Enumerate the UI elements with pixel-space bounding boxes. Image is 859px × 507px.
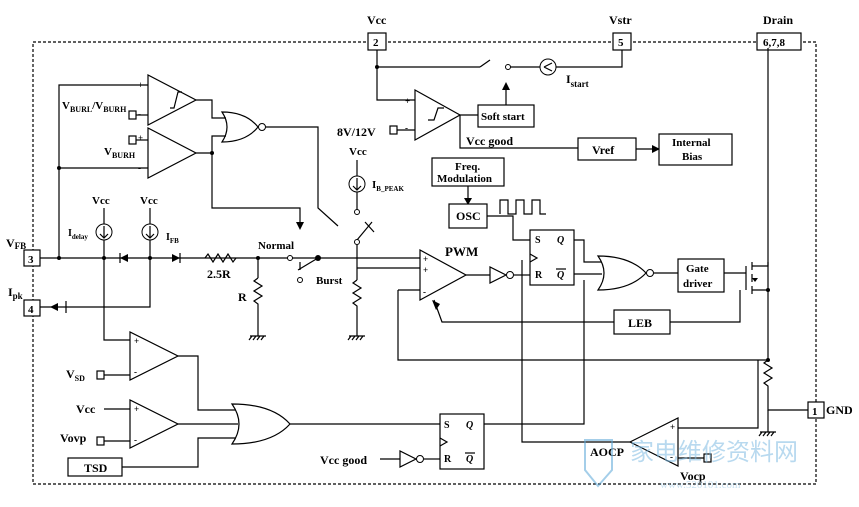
vovp-label: Vovp: [60, 431, 87, 445]
drain-pin[interactable]: [756, 32, 802, 51]
svg-text:-: -: [670, 452, 673, 462]
aocp-label: AOCP: [590, 445, 624, 459]
vocp-label: Vocp: [680, 469, 706, 483]
svg-text:+: +: [138, 133, 143, 143]
vcc-good-label-top: Vcc good: [466, 134, 513, 148]
watermark: 家电维修资料网 www.520101.com: [584, 439, 798, 491]
svg-text:Q: Q: [557, 235, 564, 246]
vcc-pin-label: Vcc: [367, 13, 387, 27]
ipk-pin-label: Ipk: [8, 285, 23, 301]
svg-text:Gate: Gate: [686, 263, 709, 275]
vcc-ibpeak-label: Vcc: [349, 146, 367, 158]
svg-text:Q: Q: [466, 420, 473, 431]
svg-text:TSD: TSD: [84, 461, 108, 475]
vfb-pin-label: VFB: [6, 236, 26, 251]
svg-text:-: -: [405, 123, 408, 133]
internal-bias-block: [658, 133, 733, 166]
vburh-label: VBURH: [104, 146, 136, 160]
svg-text:Modulation: Modulation: [437, 173, 492, 185]
svg-text:家电维修资料网: 家电维修资料网: [630, 439, 798, 466]
svg-text:Vref: Vref: [592, 143, 615, 157]
svg-text:R: R: [535, 270, 543, 281]
drain-pin-number: 6,7,8: [763, 37, 786, 49]
vcc-pin-number: 2: [373, 37, 379, 49]
gnd-pin-label: GND: [826, 403, 853, 417]
vsd-label: VSD: [66, 367, 85, 383]
svg-text:Q: Q: [557, 270, 564, 281]
vstr-pin-label: Vstr: [609, 13, 632, 27]
svg-text:S: S: [444, 420, 450, 431]
aocp-comparator: [628, 417, 679, 467]
gnd-pin[interactable]: [807, 401, 825, 419]
svg-text:+: +: [134, 404, 139, 414]
svg-text:1: 1: [812, 406, 818, 418]
ic-boundary: [32, 41, 817, 485]
resistor-2p5r: [204, 252, 237, 264]
sd-comparator: [129, 331, 180, 381]
svg-text:4: 4: [28, 304, 34, 316]
svg-text:+: +: [670, 422, 675, 432]
svg-text:-: -: [138, 109, 141, 119]
svg-text:OSC: OSC: [456, 209, 481, 223]
vcc-ovp-label: Vcc: [76, 402, 96, 416]
svg-text:+: +: [423, 265, 428, 275]
uvlo-threshold-label: 8V/12V: [337, 125, 376, 139]
gate-driver-block: [677, 258, 725, 293]
svg-text:-: -: [134, 367, 137, 377]
resistor-r: [252, 277, 264, 336]
svg-text:Internal: Internal: [672, 137, 711, 149]
svg-text:+: +: [405, 96, 410, 106]
vcc-idelay-label: Vcc: [92, 195, 110, 207]
svg-text:S: S: [535, 235, 541, 246]
osc-block: [448, 203, 488, 229]
vburl-vburh-label: VBURL/VBURH: [62, 100, 127, 114]
ipk-pin[interactable]: [23, 299, 41, 317]
svg-text:Freq.: Freq.: [455, 161, 480, 173]
ibpeak-label: IB_PEAK: [372, 179, 404, 193]
svg-text:+: +: [134, 336, 139, 346]
svg-text:3: 3: [28, 254, 34, 266]
burst-or-gate: [220, 111, 259, 143]
svg-text:Q: Q: [466, 454, 473, 465]
vcc-ifb-label: Vcc: [140, 195, 158, 207]
ovp-comparator: [129, 399, 180, 449]
istart-label: Istart: [566, 72, 589, 89]
pwm-comparator: [419, 248, 468, 302]
ifb-label: IFB: [166, 232, 179, 245]
svg-text:-: -: [134, 435, 137, 445]
svg-text:-: -: [423, 287, 426, 297]
burst-comparator-upper: [147, 74, 198, 126]
svg-text:driver: driver: [683, 278, 712, 290]
vstr-pin-number: 5: [618, 37, 624, 49]
clock-waveform: [499, 199, 546, 215]
burst-comparator-lower: [147, 127, 198, 179]
svg-text:LEB: LEB: [628, 316, 652, 330]
svg-text:R: R: [444, 454, 452, 465]
idelay-label: Idelay: [68, 228, 88, 241]
svg-text:Soft start: Soft start: [481, 111, 525, 123]
pwm-label: PWM: [445, 244, 478, 259]
resistor-r-label: R: [238, 290, 247, 304]
vcc-good-label-bottom: Vcc good: [320, 453, 367, 467]
uvlo-comparator: [414, 88, 462, 142]
leb-block: [613, 309, 671, 335]
output-nor-gate: [596, 255, 647, 291]
svg-text:+: +: [423, 254, 428, 264]
istart-current-source: [539, 58, 557, 76]
burst-label: Burst: [316, 275, 343, 287]
resistor-2p5r-label: 2.5R: [207, 267, 231, 281]
svg-text:www.520101.com: www.520101.com: [660, 479, 741, 491]
normal-label: Normal: [258, 240, 294, 252]
svg-text:Bias: Bias: [682, 151, 703, 163]
drain-pin-label: Drain: [763, 13, 793, 27]
protection-or-gate: [230, 403, 291, 445]
